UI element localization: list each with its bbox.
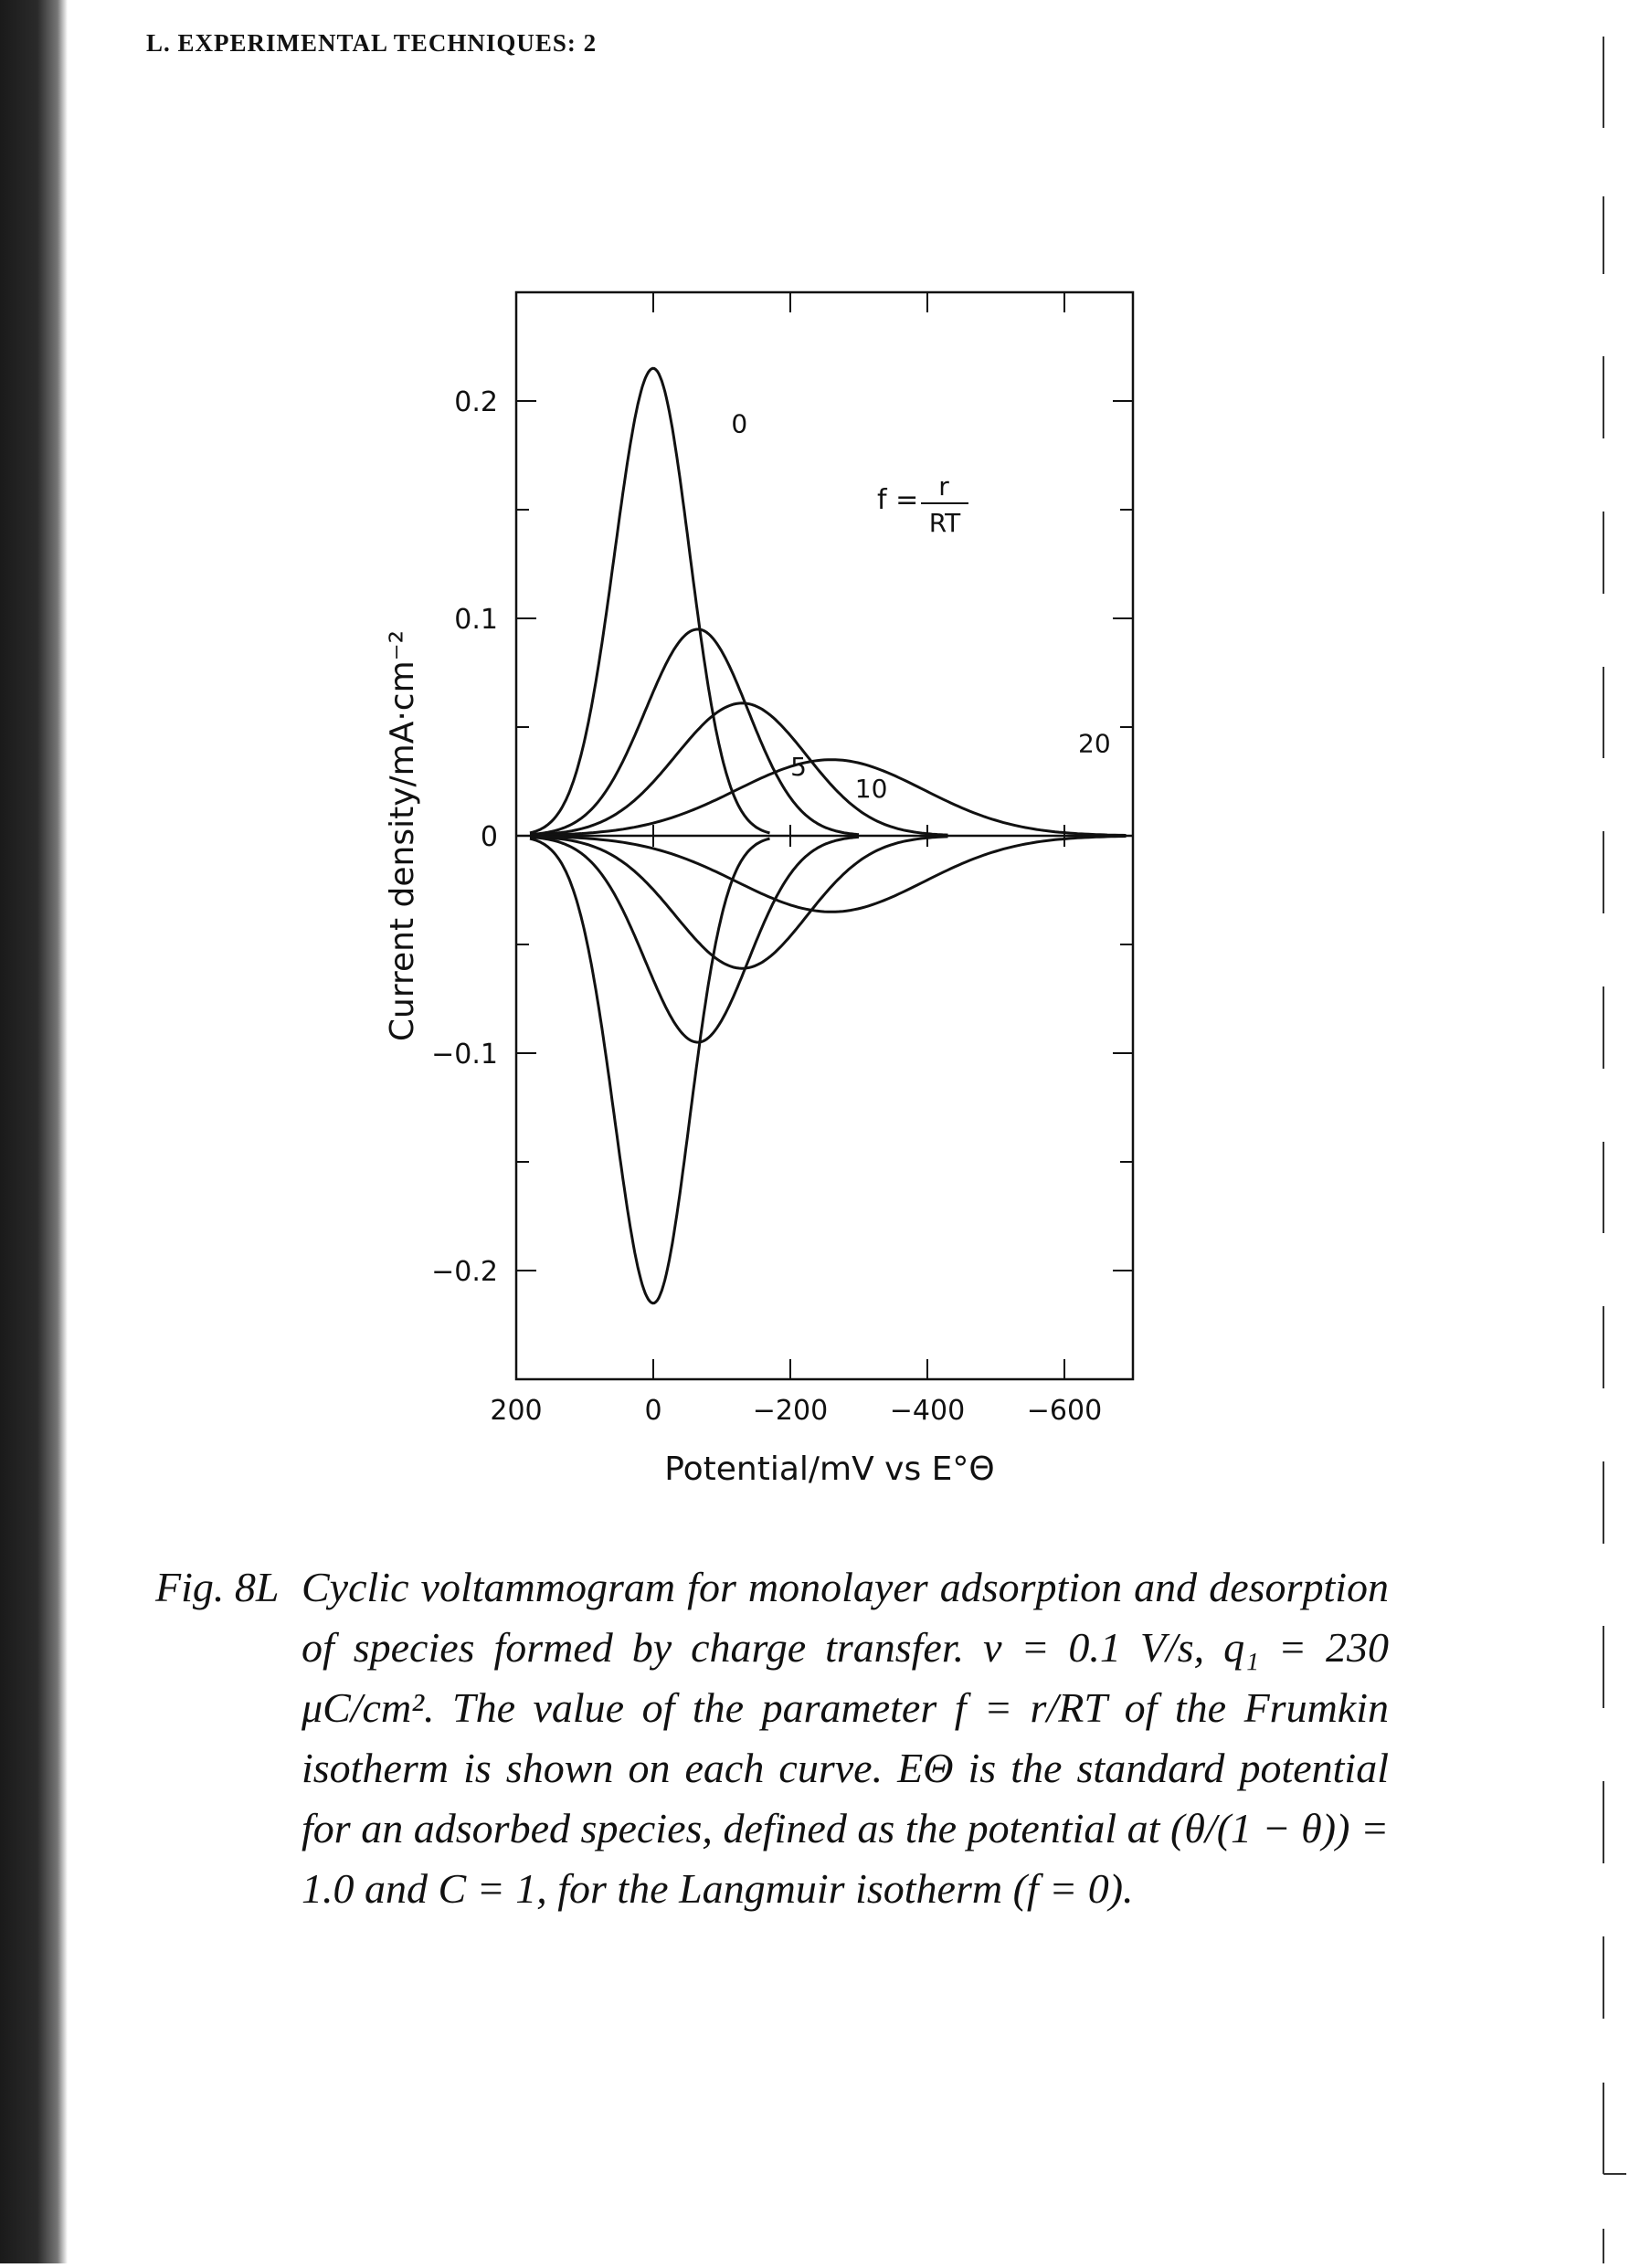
annotation-r: r xyxy=(938,471,949,501)
curves xyxy=(529,366,1127,1305)
x-tick-label: −600 xyxy=(1027,1395,1102,1427)
curve-label-f-0: 0 xyxy=(731,408,747,438)
figure-label: Fig. 8L xyxy=(155,1564,280,1610)
curve-f-0-anodic xyxy=(529,366,770,835)
curve-f-5-cathodic xyxy=(529,835,860,1044)
curve-f-10-cathodic xyxy=(529,835,948,970)
curve-label-f-5: 5 xyxy=(790,752,807,782)
annotation-RT: RT xyxy=(929,508,961,538)
voltammogram-chart: 0.2 0.1 0 −0.1 −0.2 200 0 −200 −400 −600 0 5 10 20 C… xyxy=(384,290,1135,1488)
caption-text: Cyclic voltammogram for monolayer adsorp… xyxy=(302,1564,1389,1912)
annotation-f: f = xyxy=(877,484,918,516)
y-tick-label: 0 xyxy=(481,821,498,853)
axis-ticks xyxy=(515,292,1133,1379)
tick-labels: 0.2 0.1 0 −0.1 −0.2 200 0 −200 −400 −600 xyxy=(431,386,1102,1427)
x-tick-label: −200 xyxy=(753,1395,828,1427)
x-axis-label: Potential/mV vs E°Θ xyxy=(664,1450,995,1488)
curve-f-10-anodic xyxy=(529,701,948,837)
x-tick-label: −400 xyxy=(890,1395,965,1427)
y-axis-label: Current density/mA·cm⁻² xyxy=(384,630,421,1041)
y-tick-label: −0.2 xyxy=(431,1256,498,1288)
curve-label-f-20: 20 xyxy=(1078,729,1111,759)
x-tick-label: 200 xyxy=(490,1395,542,1427)
curve-f-0-cathodic xyxy=(529,837,770,1305)
figure-caption: Fig. 8L Cyclic voltammogram for monolaye… xyxy=(155,1557,1389,1919)
running-head: L. EXPERIMENTAL TECHNIQUES: 2 xyxy=(146,29,598,57)
curve-labels: 0 5 10 20 xyxy=(731,408,1110,804)
right-margin-marks xyxy=(1567,0,1640,2263)
x-tick-label: 0 xyxy=(644,1395,661,1427)
parameter-annotation: f = r RT xyxy=(877,471,968,538)
binding-edge xyxy=(0,0,101,2263)
curve-f-20-cathodic xyxy=(529,835,1127,913)
y-tick-label: 0.1 xyxy=(454,604,498,636)
y-tick-label: 0.2 xyxy=(454,386,498,418)
curve-f-5-anodic xyxy=(529,628,860,837)
curve-label-f-10: 10 xyxy=(855,774,888,804)
y-tick-label: −0.1 xyxy=(431,1039,498,1071)
curve-f-20-anodic xyxy=(529,758,1127,837)
